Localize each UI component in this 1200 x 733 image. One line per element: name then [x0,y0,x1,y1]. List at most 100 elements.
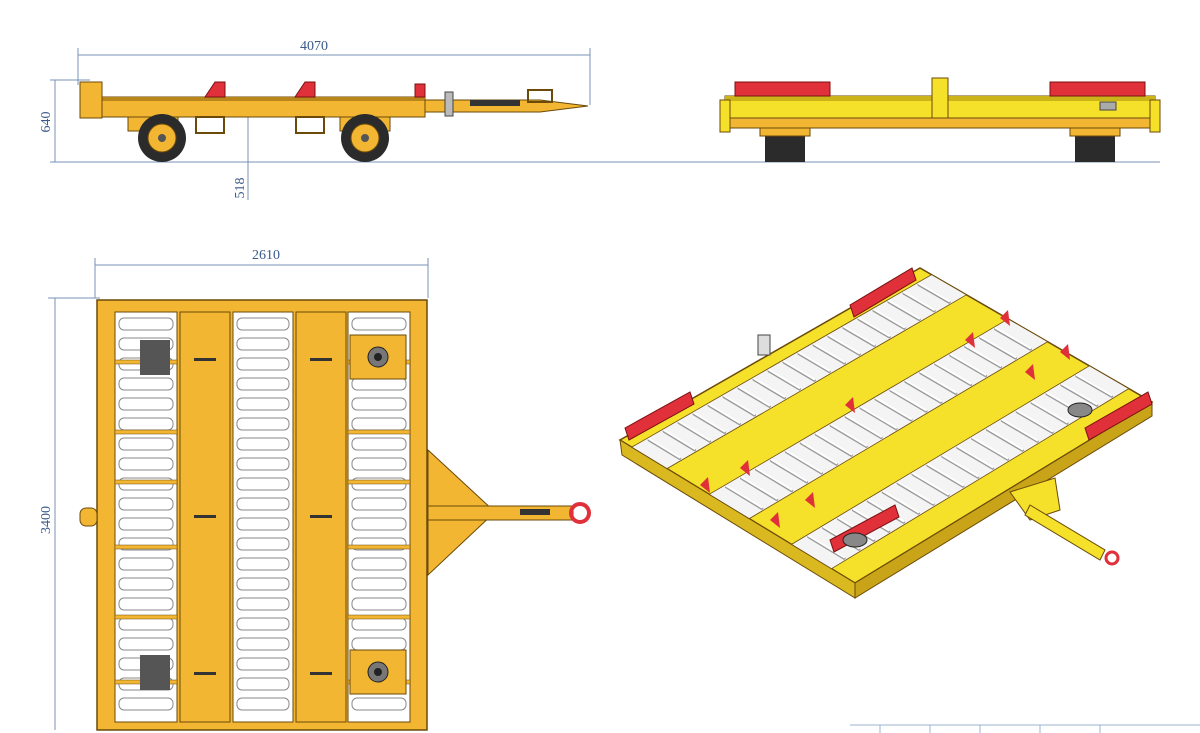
plan-roller [351,497,407,511]
plan-roller [351,397,407,411]
plan-roller [236,577,290,591]
iso-red-stops [624,267,1153,553]
plan-crossbar [114,429,178,435]
plan-roller [118,437,174,451]
iso-roller [1031,400,1069,424]
plan-roller [236,697,290,711]
plan-slot [194,672,216,675]
top-plan-view: 2610 3400 [39,248,591,731]
iso-roller [986,427,1024,451]
plan-roller [351,697,407,711]
plan-roller [118,597,174,611]
plan-crossbar [347,429,411,435]
iso-roller [902,291,936,311]
iso-roller [770,458,808,482]
iso-roller [860,406,898,429]
iso-roller [897,481,935,505]
plan-roller [118,697,174,711]
iso-roller [1001,418,1039,442]
iso-roller [800,441,838,465]
plan-roller [236,517,290,531]
iso-roller [807,534,846,559]
plan-roller [118,397,174,411]
iso-roller [725,484,763,509]
plan-roller [351,617,407,631]
side-elevation-view: 4070 640 518 [39,39,1160,200]
plan-roller [236,597,290,611]
iso-roller [971,436,1009,460]
plan-roller [236,337,290,351]
plan-roller [236,377,290,391]
plan-slot [194,358,216,361]
iso-roller [994,327,1032,350]
iso-roller [755,467,793,491]
front-wheel [339,114,391,162]
plan-slot [310,672,332,675]
iso-roller [1060,383,1098,406]
title-block-stub [850,724,1200,733]
iso-roller [949,353,987,376]
plan-roller [236,617,290,631]
iso-roller [1016,409,1054,433]
iso-roller [738,386,771,407]
plan-roller [118,577,174,591]
iso-roller [964,344,1002,367]
width-label: 2610 [252,248,280,263]
overall-length-label: 4070 [300,39,328,54]
iso-roller [708,403,741,424]
plan-roller [351,417,407,431]
plan-roller [236,497,290,511]
plan-slot [194,515,216,518]
iso-roller [827,334,861,355]
iso-roller [812,343,846,363]
plan-roller [351,637,407,651]
plan-roller [236,637,290,651]
iso-roller [941,454,979,478]
iso-roller [1075,374,1113,397]
rear-wheel [127,114,186,162]
plan-crossbar [114,479,178,485]
plan-roller [351,597,407,611]
iso-roller [842,325,876,346]
iso-roller [917,282,951,303]
plan-crossbar [347,479,411,485]
plan-roller [118,517,174,531]
iso-roller [783,360,816,381]
plan-crossbar [347,614,411,620]
plan-roller [236,477,290,491]
iso-roller [904,379,942,403]
plan-roller [351,377,407,391]
iso-drawbar [1009,477,1120,566]
iso-roller [663,429,696,450]
plan-slots [194,358,332,675]
plan-crossbar [347,544,411,550]
plan-roller [236,317,290,331]
iso-roller [934,362,972,385]
iso-roller [857,317,891,337]
iso-roller [693,412,726,433]
iso-roller [919,370,957,394]
plan-roller [351,577,407,591]
iso-roller [912,472,950,496]
deck-height-label: 518 [233,178,248,199]
overall-height-label: 640 [39,112,54,133]
plan-length-label: 3400 [39,506,54,534]
iso-roller [872,308,906,329]
plan-roller [118,457,174,471]
plan-slot [310,358,332,361]
plan-roller [118,317,174,331]
iso-roller [830,423,868,447]
plan-roller [236,397,290,411]
iso-roller [678,420,711,442]
plan-roller [236,417,290,431]
plan-crossbar [114,614,178,620]
iso-roller [815,432,853,456]
plan-roller [236,437,290,451]
plan-roller [351,457,407,471]
iso-roller [753,377,786,398]
front-elevation-view [719,77,1161,162]
isometric-view [618,267,1154,599]
iso-roller [798,351,831,372]
plan-roller [351,437,407,451]
